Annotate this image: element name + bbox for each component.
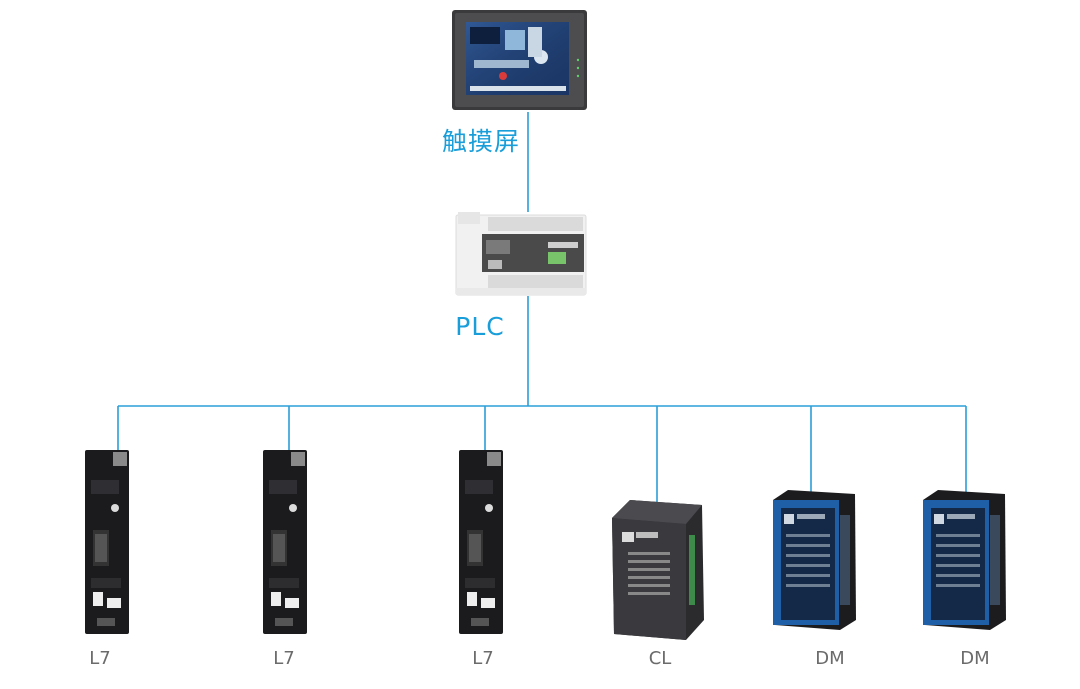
- plc-label: PLC: [455, 312, 505, 341]
- device-label-3: L7: [472, 648, 494, 669]
- device-label-5: DM: [815, 648, 845, 669]
- plc-device: [455, 212, 587, 296]
- servo-drive-2: [263, 450, 307, 634]
- servo-drive-1: [85, 450, 129, 634]
- dm-driver-2: [923, 490, 1006, 630]
- device-label-2: L7: [273, 648, 295, 669]
- servo-drive-3: [459, 450, 503, 634]
- hmi-device: [452, 10, 587, 110]
- cl-driver: [612, 500, 704, 640]
- hmi-label: 触摸屏: [441, 127, 520, 156]
- dm-driver-1: [773, 490, 856, 630]
- device-label-1: L7: [89, 648, 111, 669]
- device-label-4: CL: [648, 648, 672, 669]
- device-label-6: DM: [960, 648, 990, 669]
- connector-lines: [117, 112, 967, 503]
